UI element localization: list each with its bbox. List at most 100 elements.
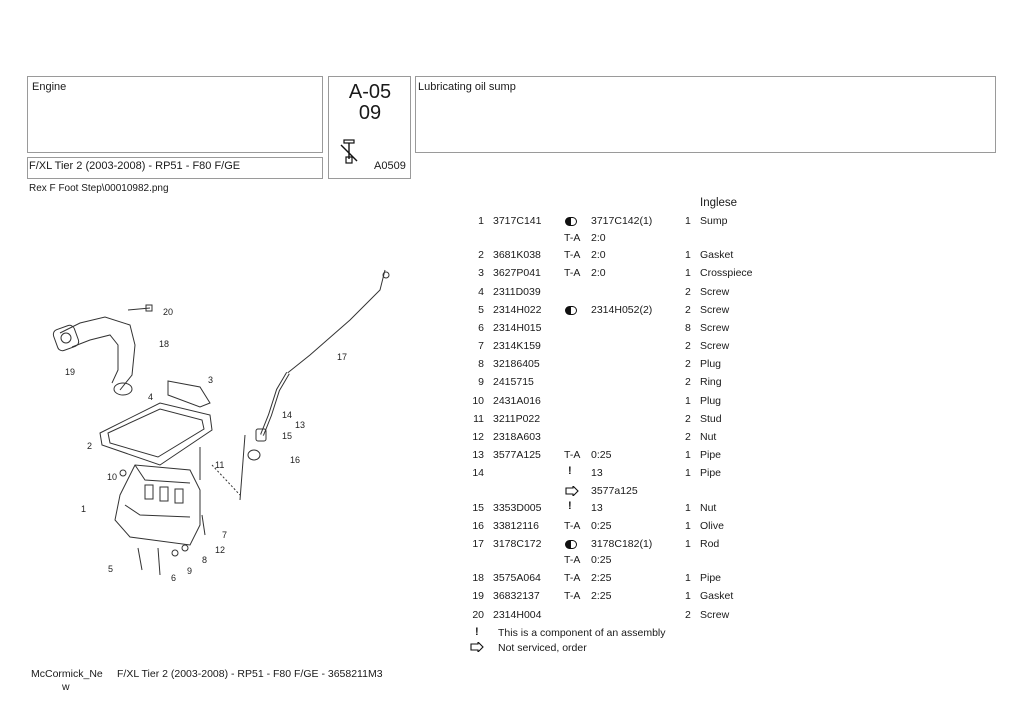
description: Ring <box>700 376 722 388</box>
description: Nut <box>700 431 717 443</box>
part-number: 3717C141 <box>493 215 542 227</box>
section-box <box>27 76 323 153</box>
code-line-2: 09 <box>358 102 382 124</box>
quantity: 2 <box>685 609 691 621</box>
ta-label: T-A <box>564 590 581 602</box>
part-number: 36832137 <box>493 590 540 602</box>
part-number: 2415715 <box>493 376 534 388</box>
section-title: Engine <box>32 81 67 93</box>
callout-7: 7 <box>222 530 227 540</box>
row-number: 4 <box>478 286 484 298</box>
part-number: 3627P041 <box>493 267 541 279</box>
quantity: 8 <box>685 322 691 334</box>
footer-model-ref: F/XL Tier 2 (2003-2008) - RP51 - F80 F/G… <box>117 668 383 680</box>
description: Screw <box>700 322 730 334</box>
part-number: 2318A603 <box>493 431 541 443</box>
interchangeable-icon <box>565 304 577 316</box>
row-number: 3 <box>478 267 484 279</box>
callout-15: 15 <box>282 431 292 441</box>
callout-18: 18 <box>159 339 169 349</box>
row-number: 7 <box>478 340 484 352</box>
quantity: 2 <box>685 431 691 443</box>
quantity: 1 <box>685 467 691 479</box>
exploded-diagram: 20 18 19 17 3 4 14 13 15 2 16 11 10 1 7 … <box>50 265 390 595</box>
alt-part: 3717C142(1) <box>591 215 653 227</box>
description: Pipe <box>700 467 722 479</box>
row-number: 16 <box>472 520 484 532</box>
row-number: 1 <box>478 215 484 227</box>
exclamation-icon: ! <box>568 465 572 477</box>
code-small: A0509 <box>374 160 406 172</box>
part-number: 3211P022 <box>493 413 541 425</box>
quantity: 1 <box>685 538 691 550</box>
callout-14: 14 <box>282 410 292 420</box>
row-number: 20 <box>472 609 484 621</box>
part-number: 2311D039 <box>493 286 541 298</box>
description: Sump <box>700 215 728 227</box>
description: Screw <box>700 286 730 298</box>
legend-text: Not serviced, order <box>498 642 587 654</box>
quantity: 2 <box>685 286 691 298</box>
exclamation-icon: ! <box>475 626 479 638</box>
quantity: 1 <box>685 395 691 407</box>
callout-2: 2 <box>87 441 92 451</box>
callout-13: 13 <box>295 420 305 430</box>
description: Screw <box>700 304 730 316</box>
ta-value: 2:25 <box>591 590 612 602</box>
page-title: Lubricating oil sump <box>418 81 516 93</box>
row-number: 8 <box>478 358 484 370</box>
interchangeable-icon <box>565 215 577 227</box>
quantity: 1 <box>685 572 691 584</box>
quantity: 1 <box>685 502 691 514</box>
table-row: 14 13 1 Pipe! <box>470 465 770 482</box>
quantity: 1 <box>685 215 691 227</box>
footer-brand-wrap: w <box>62 681 70 693</box>
part-number: 3681K038 <box>493 249 541 261</box>
quantity: 1 <box>685 520 691 532</box>
row-number: 5 <box>478 304 484 316</box>
description: Plug <box>700 395 722 407</box>
alt-part: 13 <box>591 467 603 479</box>
arrow-icon <box>565 485 579 497</box>
ta-label: T-A <box>564 249 581 261</box>
ta-label: T-A <box>564 520 581 532</box>
row-number: 9 <box>478 376 484 388</box>
callout-6: 6 <box>171 573 176 583</box>
description: Crosspiece <box>700 267 753 279</box>
callout-16: 16 <box>290 455 300 465</box>
callout-4: 4 <box>148 392 153 402</box>
legend: ! This is a component of an assembly Not… <box>470 626 770 658</box>
ta-label: T-A <box>564 232 581 244</box>
callout-10: 10 <box>107 472 117 482</box>
row-number: 14 <box>472 467 484 479</box>
quantity: 2 <box>685 340 691 352</box>
ta-label: T-A <box>564 449 581 461</box>
callout-3: 3 <box>208 375 213 385</box>
callout-5: 5 <box>108 564 113 574</box>
callout-19: 19 <box>65 367 75 377</box>
row-number: 15 <box>472 502 484 514</box>
table-row: 1 3717C141 3717C142(1) 1 Sump <box>470 214 770 230</box>
quantity: 1 <box>685 249 691 261</box>
part-number: 2314H015 <box>493 322 542 334</box>
part-number: 2314H022 <box>493 304 542 316</box>
row-number: 19 <box>472 590 484 602</box>
description: Pipe <box>700 449 722 461</box>
description: Plug <box>700 358 722 370</box>
ta-value: 0:25 <box>591 554 612 566</box>
row-number: 2 <box>478 249 484 261</box>
code-line-1: A-05 <box>348 81 392 103</box>
exclamation-icon: ! <box>568 500 572 512</box>
alt-part: 3178C182(1) <box>591 538 653 550</box>
ta-value: 0:25 <box>591 520 612 532</box>
row-number: 18 <box>472 572 484 584</box>
description: Screw <box>700 340 730 352</box>
